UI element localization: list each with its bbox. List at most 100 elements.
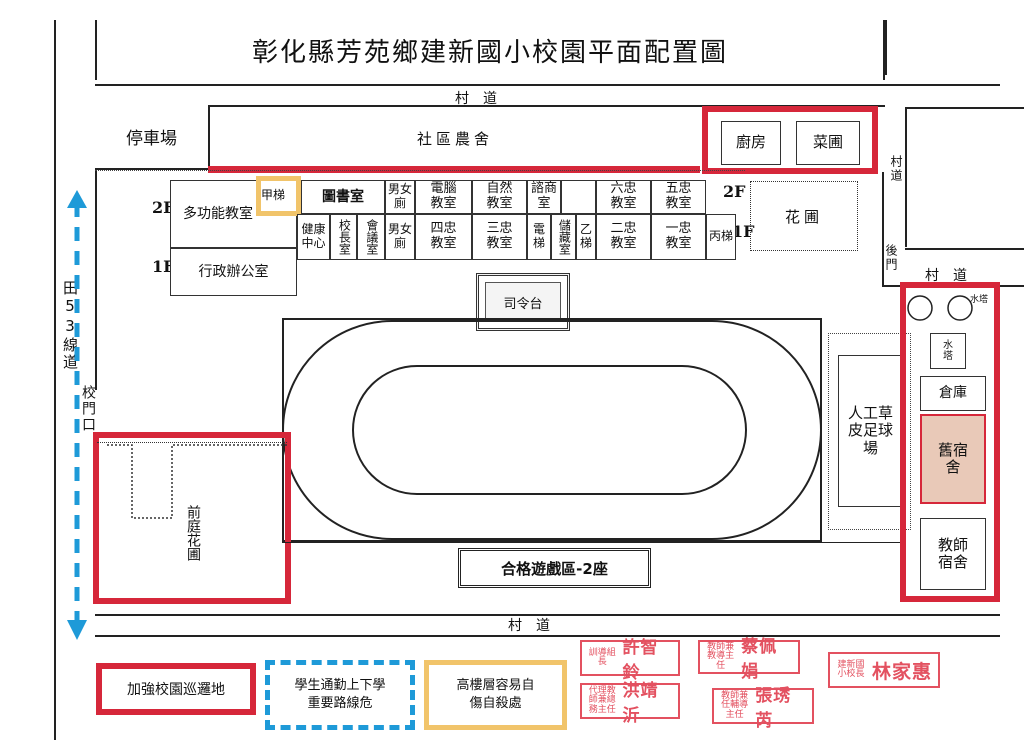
admin-office: 行政辦公室 xyxy=(170,248,297,296)
track-area-top xyxy=(282,318,822,320)
running-track-outer xyxy=(282,320,822,540)
warehouse: 倉庫 xyxy=(920,376,986,411)
restroom-2f: 男女廁 xyxy=(385,180,415,214)
right-road-label: 村道 xyxy=(889,155,903,183)
legend-route: 學生通勤上下學重要路線危 xyxy=(265,660,415,730)
right-road-line xyxy=(905,107,907,247)
class-3: 三忠教室 xyxy=(472,214,527,260)
stair-c: 丙梯 xyxy=(706,214,736,260)
stamp-5: 教師兼任輔導主任 張琇芮 xyxy=(712,686,814,731)
class-1: 一忠教室 xyxy=(651,214,706,260)
kitchen: 廚房 xyxy=(721,121,781,165)
right-road-line-2 xyxy=(885,20,887,75)
turf-field-outline xyxy=(828,333,911,530)
library-label: 圖書室 xyxy=(322,188,364,205)
turf-field: 人工草皮足球場 xyxy=(838,355,903,507)
water-tower: 水塔 xyxy=(930,333,966,369)
elevator-label: 電梯 xyxy=(532,222,545,250)
science-room-label: 自然教室 xyxy=(486,181,513,211)
multi-room-label: 多功能教室 xyxy=(183,205,253,222)
map-title: 彰化縣芳苑鄉建新國小校園平面配置圖 xyxy=(95,20,885,80)
right-road-line-3 xyxy=(882,172,884,287)
class-5-label: 五忠教室 xyxy=(665,181,692,211)
counseling-room-label: 諮商室 xyxy=(530,181,557,211)
stamp-4-title: 代理教師兼總務主任 xyxy=(588,685,616,715)
class-1-label: 一忠教室 xyxy=(665,221,692,251)
top-road-line-2 xyxy=(95,105,885,107)
front-garden-dotted xyxy=(97,442,287,597)
top-road-line-1 xyxy=(95,84,1000,86)
playground: 合格遊戲區-2座 xyxy=(458,548,651,588)
parking-lot: 停車場 xyxy=(95,105,210,170)
stamp-3-title: 建新國小校長 xyxy=(837,659,865,679)
class-5: 五忠教室 xyxy=(651,180,706,214)
corridor-2f xyxy=(561,180,596,214)
elevator: 電梯 xyxy=(527,214,551,260)
stamp-2-title: 教師兼教導主任 xyxy=(707,641,735,671)
old-dorm: 舊宿舍 xyxy=(920,414,986,504)
bottom-road-label: 村 道 xyxy=(508,618,550,634)
playground-label: 合格遊戲區-2座 xyxy=(501,559,608,578)
stair-b: 乙梯 xyxy=(576,214,596,260)
meeting-room-label: 會議室 xyxy=(364,219,379,255)
track-base-line xyxy=(282,542,900,543)
flower-garden: 花圃 xyxy=(750,181,858,251)
principal-room-label: 校長室 xyxy=(337,219,352,255)
class-3-label: 三忠教室 xyxy=(486,221,513,251)
warehouse-label: 倉庫 xyxy=(939,385,967,402)
stair-b-label: 乙梯 xyxy=(579,222,592,250)
legend-patrol: 加強校園巡邏地 xyxy=(96,663,256,715)
counseling-room: 諮商室 xyxy=(527,180,561,214)
health-center-label: 健康中心 xyxy=(301,222,326,250)
teacher-dorm: 教師宿舍 xyxy=(920,518,986,590)
class-4-label: 四忠教室 xyxy=(430,221,457,251)
class-6-label: 六忠教室 xyxy=(610,181,637,211)
principal-room: 校長室 xyxy=(330,214,357,260)
stamp-1: 訓導組長 許智鈴 xyxy=(580,638,680,683)
floor-1f-right: 1F xyxy=(732,222,755,241)
stamp-1-title: 訓導組長 xyxy=(588,647,616,667)
class-2: 二忠教室 xyxy=(596,214,651,260)
running-track-inner xyxy=(352,365,747,495)
kitchen-label: 廚房 xyxy=(735,133,766,152)
teacher-dorm-label: 教師宿舍 xyxy=(937,535,968,571)
community-farm-red-line xyxy=(208,166,700,173)
bottom-road-line-1 xyxy=(95,614,1000,616)
legend-risk: 高樓層容易自傷自殺處 xyxy=(424,660,567,730)
legend-patrol-label: 加強校園巡邏地 xyxy=(127,682,225,698)
vegetable-garden-label: 菜圃 xyxy=(812,133,843,152)
water-tower-circles xyxy=(907,295,973,321)
library: 圖書室 xyxy=(301,180,385,214)
flower-garden-label: 花圃 xyxy=(784,207,823,226)
front-garden-label: 前庭花圃 xyxy=(185,505,201,561)
stage-label: 司令台 xyxy=(503,296,543,312)
stamp-1-name: 許智鈴 xyxy=(622,638,659,683)
legend-route-label: 學生通勤上下學重要路線危 xyxy=(294,677,386,711)
floor-1f-left: 1F xyxy=(152,257,175,276)
stair-a: 甲梯 xyxy=(261,186,285,203)
kitchen-patrol-zone xyxy=(702,106,878,174)
restroom-1f-label: 男女廁 xyxy=(387,222,412,250)
old-dorm-label: 舊宿舍 xyxy=(937,440,968,476)
restroom-2f-label: 男女廁 xyxy=(387,182,412,210)
stamp-2: 教師兼教導主任 蔡佩娟 xyxy=(698,637,800,682)
admin-office-label: 行政辦公室 xyxy=(198,263,269,280)
back-road-label: 村 道 xyxy=(925,268,967,284)
right-road-h xyxy=(905,107,1024,109)
meeting-room: 會議室 xyxy=(357,214,385,260)
student-route-arrow xyxy=(67,190,87,640)
bottom-road-line-2 xyxy=(95,635,1000,637)
back-gate-label: 後門 xyxy=(884,244,898,272)
water-tower-label: 水塔 xyxy=(943,339,953,363)
floor-2f-right: 2F xyxy=(723,182,746,201)
class-6: 六忠教室 xyxy=(596,180,651,214)
stamp-5-title: 教師兼任輔導主任 xyxy=(721,690,749,720)
stair-a-label: 甲梯 xyxy=(261,188,286,202)
community-farm: 社區農舍 xyxy=(210,108,700,168)
legend-risk-label: 高樓層容易自傷自殺處 xyxy=(456,677,535,711)
map-title-text: 彰化縣芳苑鄉建新國小校園平面配置圖 xyxy=(251,37,728,68)
water-tower-small-label: 水塔 xyxy=(970,295,989,305)
stamp-3-name: 林家惠 xyxy=(872,660,933,683)
top-road-label: 村 道 xyxy=(455,91,497,107)
parking-label: 停車場 xyxy=(126,129,177,149)
